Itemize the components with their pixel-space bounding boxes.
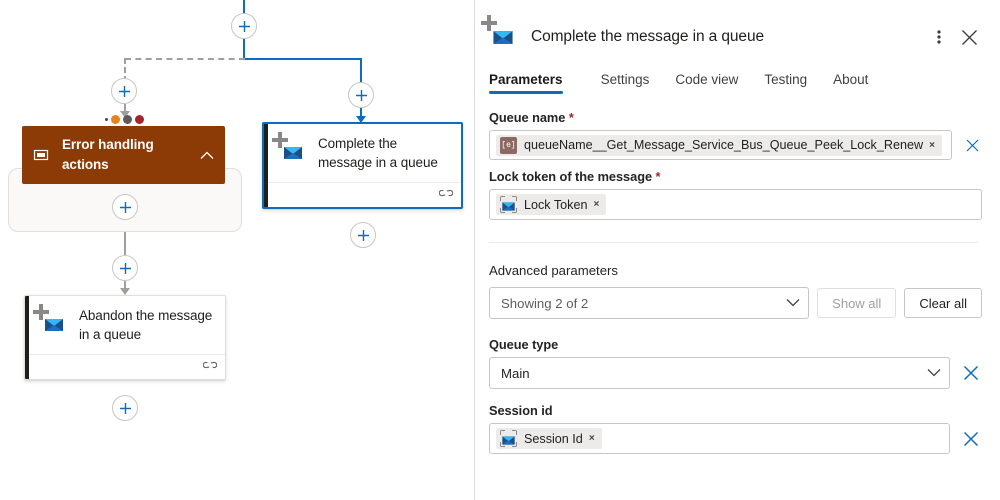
token-chip-session-id[interactable]: Session Id × <box>496 428 602 449</box>
chevron-down-icon <box>927 364 941 382</box>
chip-remove-icon[interactable]: × <box>593 199 600 210</box>
field-label-lock-token: Lock token of the message * <box>489 169 982 184</box>
panel-header: Complete the message in a queue <box>475 0 1000 56</box>
edge-to-scope <box>124 104 126 113</box>
advanced-parameters-row: Showing 2 of 2 Show all Clear all <box>489 287 982 319</box>
service-bus-icon <box>500 196 517 213</box>
select-value: Main <box>501 365 530 381</box>
add-action-after-complete[interactable] <box>350 222 376 248</box>
session-id-input[interactable]: Session Id × <box>489 423 950 454</box>
chip-label: queueName__Get_Message_Service_Bus_Queue… <box>524 138 924 152</box>
advanced-parameters-label: Advanced parameters <box>489 263 619 278</box>
advanced-parameters-dropdown[interactable]: Showing 2 of 2 <box>489 287 810 319</box>
scope-node-error-handling[interactable]: Error handling actions <box>22 126 225 184</box>
required-marker: * <box>568 110 574 125</box>
field-session-id: Session id <box>489 403 982 454</box>
queue-type-select[interactable]: Main <box>489 357 950 389</box>
node-title: Complete the message in a queue <box>318 136 438 170</box>
add-action-inside-scope[interactable] <box>112 194 138 220</box>
node-accent-bar <box>264 124 268 207</box>
token-chip-queue-name[interactable]: [e] queueName__Get_Message_Service_Bus_Q… <box>496 134 942 156</box>
clear-icon[interactable] <box>962 135 982 155</box>
chip-label: Session Id <box>524 431 583 446</box>
workflow-canvas[interactable]: Error handling actions <box>0 0 474 500</box>
remove-queue-type-parameter[interactable] <box>960 362 982 384</box>
edge-error-down <box>124 58 126 82</box>
edge-scope-out <box>124 232 126 255</box>
chip-remove-icon[interactable]: × <box>929 139 935 151</box>
field-lock-token: Lock token of the message * <box>489 169 982 220</box>
tab-parameters[interactable]: Parameters <box>489 66 576 96</box>
connection-icon[interactable] <box>202 358 218 376</box>
action-node-complete-message[interactable]: Complete the message in a queue <box>262 122 463 209</box>
chevron-up-icon[interactable] <box>199 151 215 160</box>
service-bus-icon <box>481 15 517 51</box>
edge-branch-right <box>243 58 362 60</box>
edge-to-abandon <box>124 281 126 290</box>
service-bus-icon <box>272 132 306 166</box>
field-queue-type: Queue type Main <box>489 337 982 389</box>
tab-code-view[interactable]: Code view <box>675 72 739 87</box>
scope-icon <box>30 144 52 166</box>
action-node-abandon-message[interactable]: Abandon the message in a queue <box>24 295 226 380</box>
node-title: Abandon the message in a queue <box>79 308 213 342</box>
service-bus-icon <box>33 304 67 338</box>
queue-name-input[interactable]: [e] queueName__Get_Message_Service_Bus_Q… <box>489 130 952 160</box>
add-action-error-branch[interactable] <box>111 78 137 104</box>
field-label-queue-type: Queue type <box>489 337 559 352</box>
service-bus-icon <box>500 430 517 447</box>
required-marker: * <box>655 169 661 184</box>
token-chip-lock-token[interactable]: Lock Token × <box>496 194 607 215</box>
tab-testing[interactable]: Testing <box>764 72 808 87</box>
arrow-to-abandon <box>120 288 130 295</box>
chip-remove-icon[interactable]: × <box>588 433 595 444</box>
tab-about[interactable]: About <box>833 72 869 87</box>
connection-icon[interactable] <box>438 186 454 204</box>
edge-to-complete <box>360 108 362 118</box>
section-divider <box>489 242 978 243</box>
action-details-panel: Complete the message in a queue Paramete… <box>474 0 1000 500</box>
lock-token-input[interactable]: Lock Token × <box>489 189 982 220</box>
expression-icon: [e] <box>500 136 517 154</box>
scope-status-dots <box>105 115 144 124</box>
edge-right-down <box>360 58 362 82</box>
label-text: Queue name <box>489 110 566 125</box>
arrow-to-scope <box>120 111 130 118</box>
scope-node-title: Error handling actions <box>62 137 154 172</box>
edge-error-branch <box>125 58 245 60</box>
edge-top <box>243 0 245 14</box>
parameters-form: Queue name * [e] queueName__Get_Message_… <box>475 96 1000 454</box>
add-action-after-scope[interactable] <box>112 255 138 281</box>
field-queue-name: Queue name * [e] queueName__Get_Message_… <box>489 110 982 160</box>
edge-branch-stem <box>243 39 245 60</box>
panel-title: Complete the message in a queue <box>531 28 764 45</box>
chip-label: Lock Token <box>524 197 588 212</box>
more-vertical-icon[interactable] <box>924 22 954 52</box>
tab-settings[interactable]: Settings <box>600 72 650 87</box>
node-accent-bar <box>25 296 29 379</box>
add-action-after-abandon[interactable] <box>112 395 138 421</box>
chevron-down-icon <box>786 294 800 312</box>
field-label-queue-name: Queue name * <box>489 110 982 125</box>
remove-session-id-parameter[interactable] <box>960 428 982 450</box>
show-all-button[interactable]: Show all <box>817 288 897 318</box>
panel-tabs[interactable]: Parameters Settings Code view Testing Ab… <box>475 56 1000 96</box>
label-text: Lock token of the message <box>489 169 653 184</box>
dropdown-value: Showing 2 of 2 <box>501 295 589 311</box>
arrow-to-complete <box>356 116 366 123</box>
add-action-complete-branch[interactable] <box>348 82 374 108</box>
field-label-session-id: Session id <box>489 403 553 418</box>
add-action-top[interactable] <box>231 13 257 39</box>
clear-all-button[interactable]: Clear all <box>904 288 982 318</box>
close-icon[interactable] <box>954 22 984 52</box>
